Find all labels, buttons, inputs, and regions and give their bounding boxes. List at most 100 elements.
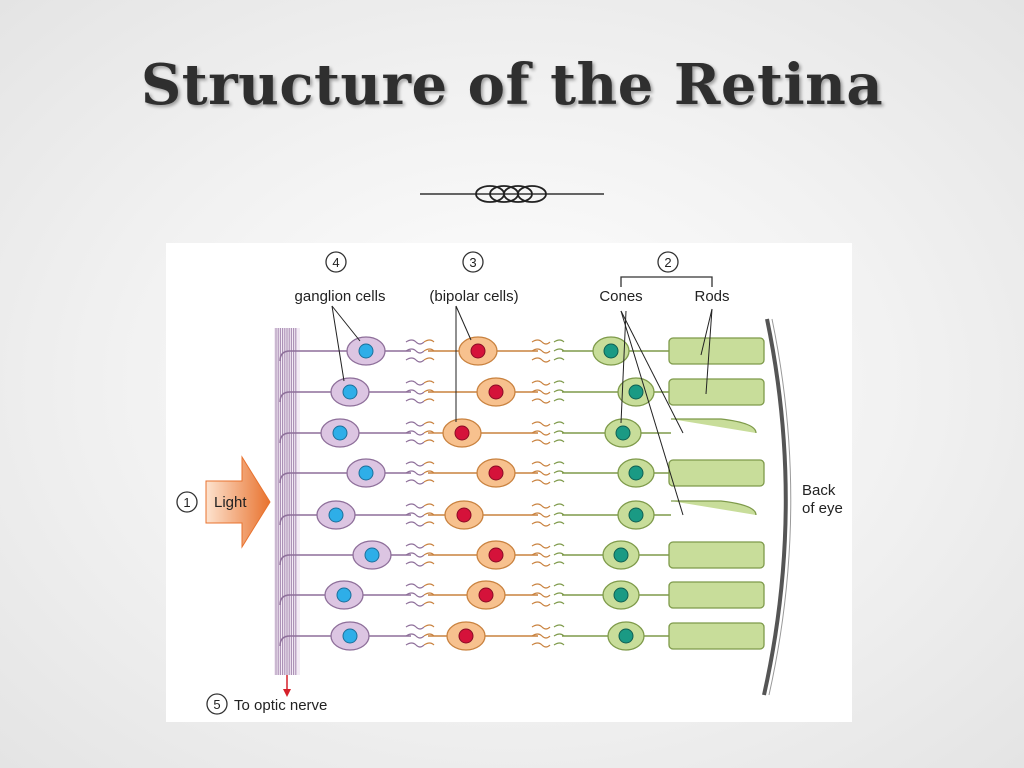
ganglion-axon [279,554,354,566]
synapse-tuft [423,439,435,443]
ganglion-axon [279,514,318,526]
label-pointer-line [705,308,713,395]
rod-outer-segment [668,622,765,650]
rod-outer-segment [668,541,765,569]
light-arrow [205,455,271,549]
bipolar-nucleus [456,507,472,523]
badge-3: 3 [462,251,484,273]
rod-outer-segment [668,581,765,609]
synapse-tuft [405,512,425,518]
photoreceptor-nucleus [613,547,629,563]
nerve-fiber-layer [274,328,354,675]
rod-outer-segment [668,459,765,487]
label-pointer-line [620,310,684,516]
divider-ornament [420,185,604,203]
synapse-tuft [405,470,425,476]
synapse-tuft [553,503,565,507]
label-rods: Rods [694,288,729,305]
label-optic-nerve: To optic nerve [234,697,327,714]
retina-diagram-svg: 4 3 2 ganglion cells (bipolar cells) Con… [176,251,843,715]
ganglion-axon [279,635,332,647]
rod-outer-segment [668,337,765,365]
label-pointer-line [620,310,684,434]
photoreceptor-nucleus [618,628,634,644]
synapse-tuft [423,339,435,343]
label-ganglion-cells: ganglion cells [295,288,386,305]
label-pointer-line [455,305,472,341]
synapse-tuft [531,552,551,558]
synapse-tuft [531,389,551,395]
synapse-tuft [531,357,551,363]
bipolar-nucleus [488,547,504,563]
bipolar-nucleus [454,425,470,441]
synapse-tuft [423,503,435,507]
synapse-tuft [405,592,425,598]
synapse-tuft [405,601,425,607]
synapse-tuft [531,439,551,445]
bipolar-nucleus [458,628,474,644]
label-cones: Cones [599,288,642,305]
synapse-tuft [405,348,425,354]
synapse-tuft [531,601,551,607]
synapse-tuft [423,357,435,361]
photoreceptor-nucleus [628,507,644,523]
svg-text:2: 2 [664,255,671,270]
synapse-tuft [423,642,435,646]
synapse-tuft [531,561,551,567]
ganglion-nucleus [342,384,358,400]
synapse-tuft [423,380,435,384]
photoreceptor-nucleus [628,384,644,400]
ganglion-nucleus [332,425,348,441]
synapse-tuft [423,543,435,547]
slide-title: Structure of the Retina [140,52,884,118]
synapse-tuft [531,398,551,404]
svg-text:1: 1 [183,495,190,510]
synapse-tuft [531,479,551,485]
label-pointer-line [331,305,345,382]
synapse-tuft [405,633,425,639]
synapse-tuft [423,601,435,605]
synapse-tuft [531,461,551,467]
synapse-tuft [405,624,425,630]
bipolar-nucleus [470,343,486,359]
bracket-photoreceptors [620,276,713,287]
synapse-tuft [553,521,565,525]
ganglion-nucleus [328,507,344,523]
bipolar-nucleus [478,587,494,603]
label-pointer-line [700,308,713,356]
synapse-tuft [553,357,565,361]
synapse-tuft [553,421,565,425]
synapse-tuft [553,543,565,547]
synapse-tuft [553,624,565,628]
photoreceptor-nucleus [613,587,629,603]
synapse-tuft [553,583,565,587]
synapse-tuft [531,512,551,518]
nerve-fiber-bundle [274,328,300,675]
synapse-tuft [553,398,565,402]
synapse-tuft [405,503,425,509]
retina-diagram: 4 3 2 ganglion cells (bipolar cells) Con… [166,243,852,722]
label-pointer-line [331,305,361,342]
synapse-tuft [405,398,425,404]
synapse-tuft [405,583,425,589]
badge-2: 2 [657,251,679,273]
synapse-tuft [531,421,551,427]
synapse-tuft [531,503,551,509]
ganglion-axon [279,350,348,362]
synapse-tuft [423,624,435,628]
synapse-tuft [405,439,425,445]
ganglion-nucleus [364,547,380,563]
synapse-tuft [405,479,425,485]
synapse-tuft [531,633,551,639]
synapse-tuft [405,389,425,395]
synapse-tuft [553,642,565,646]
synapse-tuft [553,380,565,384]
synapse-tuft [553,461,565,465]
synapse-tuft [405,521,425,527]
bipolar-nucleus [488,465,504,481]
optic-nerve-arrow-head [283,689,291,697]
ganglion-axon [279,472,348,484]
synapse-tuft [405,561,425,567]
synapse-tuft [531,624,551,630]
photoreceptor-nucleus [628,465,644,481]
